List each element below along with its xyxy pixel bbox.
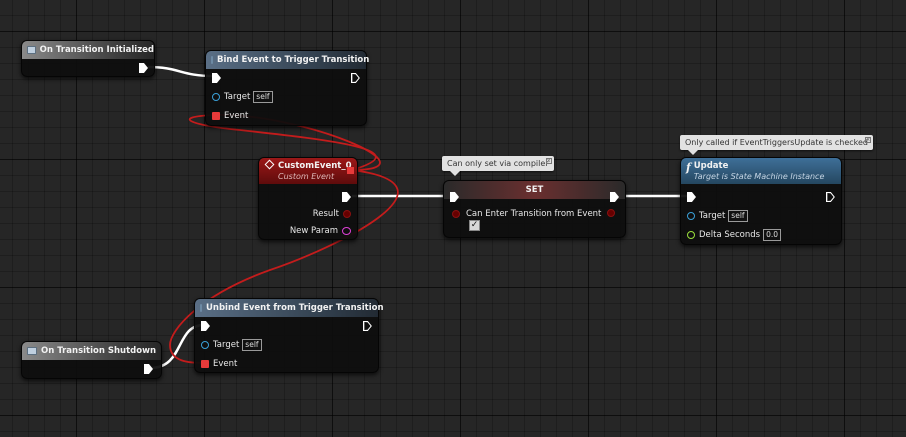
- exec-in-pin[interactable]: [201, 321, 210, 331]
- update-comment-bubble: Only called if EventTriggersUpdate is ch…: [680, 135, 873, 155]
- node-title: Unbind Event from Trigger Transition: [206, 303, 384, 313]
- checkbox-row[interactable]: ✓: [469, 220, 480, 231]
- delta-seconds-value[interactable]: 0.0: [763, 229, 782, 241]
- node-title: On Transition Initialized: [39, 45, 154, 55]
- node-header: SET: [444, 181, 625, 199]
- exec-out-pin[interactable]: [342, 192, 351, 202]
- node-header: On Transition Shutdown: [22, 342, 161, 360]
- new-param-label: New Param: [289, 226, 338, 236]
- node-header: On Transition Initialized: [22, 41, 154, 59]
- node-title: SET: [525, 185, 544, 195]
- exec-out-pin[interactable]: [351, 73, 360, 83]
- bubble-text: Only called if EventTriggersUpdate is ch…: [685, 138, 868, 147]
- target-label: Target: [224, 92, 251, 102]
- pin-bubble-icon[interactable]: ×: [865, 137, 871, 143]
- delegate-pin-icon[interactable]: [201, 360, 209, 368]
- event-pin-row[interactable]: Event: [212, 111, 248, 121]
- bool-out-pin-icon[interactable]: [607, 209, 615, 217]
- pin-bubble-icon[interactable]: ×: [545, 158, 552, 164]
- node-subtitle: Target is State Machine Instance: [693, 172, 825, 181]
- diamond-event-icon: [264, 159, 275, 170]
- on-transition-shutdown-node[interactable]: On Transition Shutdown: [21, 341, 162, 379]
- delegate-pin-icon[interactable]: [212, 112, 220, 120]
- event-label: Event: [224, 111, 249, 121]
- bubble-text: Can only set via compiler: [447, 159, 549, 168]
- exec-out-pin[interactable]: [610, 192, 619, 202]
- bool-in-pin-row[interactable]: Can Enter Transition from Event: [452, 209, 601, 219]
- target-value: self: [242, 339, 262, 351]
- node-header: Bind Event to Trigger Transition: [206, 51, 370, 69]
- set-comment-bubble: Can only set via compiler ×: [442, 156, 554, 176]
- event-pin-row[interactable]: Event: [201, 359, 237, 369]
- node-header: Unbind Event from Trigger Transition: [195, 299, 384, 317]
- node-subtitle: Custom Event: [278, 172, 335, 181]
- result-pin-row[interactable]: Result: [313, 209, 351, 219]
- result-label: Result: [312, 209, 339, 219]
- new-param-pin-row[interactable]: New Param: [290, 226, 351, 236]
- exec-out-pin[interactable]: [826, 192, 835, 202]
- unbind-event-node[interactable]: Unbind Event from Trigger Transition Tar…: [194, 298, 384, 373]
- bool-pin-icon[interactable]: [343, 210, 351, 218]
- node-title: Bind Event to Trigger Transition: [217, 55, 370, 65]
- custom-event-node[interactable]: CustomEvent_0 Custom Event Result New Pa…: [258, 157, 358, 240]
- set-variable-node[interactable]: SET Can Enter Transition from Event ✓: [443, 180, 626, 238]
- exec-out-pin[interactable]: [363, 321, 372, 331]
- node-title: Update: [693, 161, 729, 171]
- function-node-icon: [211, 56, 213, 64]
- target-value: self: [253, 91, 273, 103]
- node-header: CustomEvent_0 Custom Event: [259, 158, 357, 184]
- exec-out-pin[interactable]: [139, 63, 148, 73]
- bind-event-node[interactable]: Bind Event to Trigger Transition Target …: [205, 50, 370, 126]
- object-pin-icon[interactable]: [212, 93, 220, 101]
- target-pin-row[interactable]: Target self: [212, 91, 273, 103]
- delta-seconds-pin-row[interactable]: Delta Seconds 0.0: [687, 229, 782, 241]
- target-label: Target: [699, 211, 726, 221]
- target-value: self: [728, 210, 748, 222]
- bool-in-pin-icon[interactable]: [452, 210, 460, 218]
- exec-in-pin[interactable]: [687, 192, 696, 202]
- update-node[interactable]: f Update Target is State Machine Instanc…: [680, 157, 842, 245]
- node-title: On Transition Shutdown: [41, 346, 156, 356]
- node-title: CustomEvent_0: [278, 161, 352, 171]
- target-pin-row[interactable]: Target self: [201, 339, 262, 351]
- node-header: f Update Target is State Machine Instanc…: [681, 158, 841, 184]
- delegate-out-pin[interactable]: [347, 167, 354, 174]
- delta-seconds-label: Delta Seconds: [699, 230, 761, 240]
- object-pin-icon[interactable]: [201, 341, 209, 349]
- target-label: Target: [213, 340, 240, 350]
- on-transition-initialized-node[interactable]: On Transition Initialized: [21, 40, 155, 77]
- event-node-icon: [27, 347, 37, 355]
- target-pin-row[interactable]: Target self: [687, 210, 748, 222]
- exec-out-pin[interactable]: [144, 364, 153, 374]
- function-node-icon: [200, 304, 202, 312]
- event-label: Event: [213, 359, 238, 369]
- object-pin-icon[interactable]: [687, 212, 695, 220]
- event-node-icon: [27, 46, 36, 54]
- struct-pin-icon[interactable]: [342, 227, 351, 235]
- variable-label: Can Enter Transition from Event: [466, 209, 602, 219]
- exec-in-pin[interactable]: [212, 73, 221, 83]
- function-f-icon: f: [686, 161, 691, 174]
- exec-in-pin[interactable]: [450, 192, 459, 202]
- bool-out-pin[interactable]: [607, 209, 615, 217]
- float-pin-icon[interactable]: [687, 231, 695, 239]
- can-enter-checkbox[interactable]: ✓: [469, 220, 480, 231]
